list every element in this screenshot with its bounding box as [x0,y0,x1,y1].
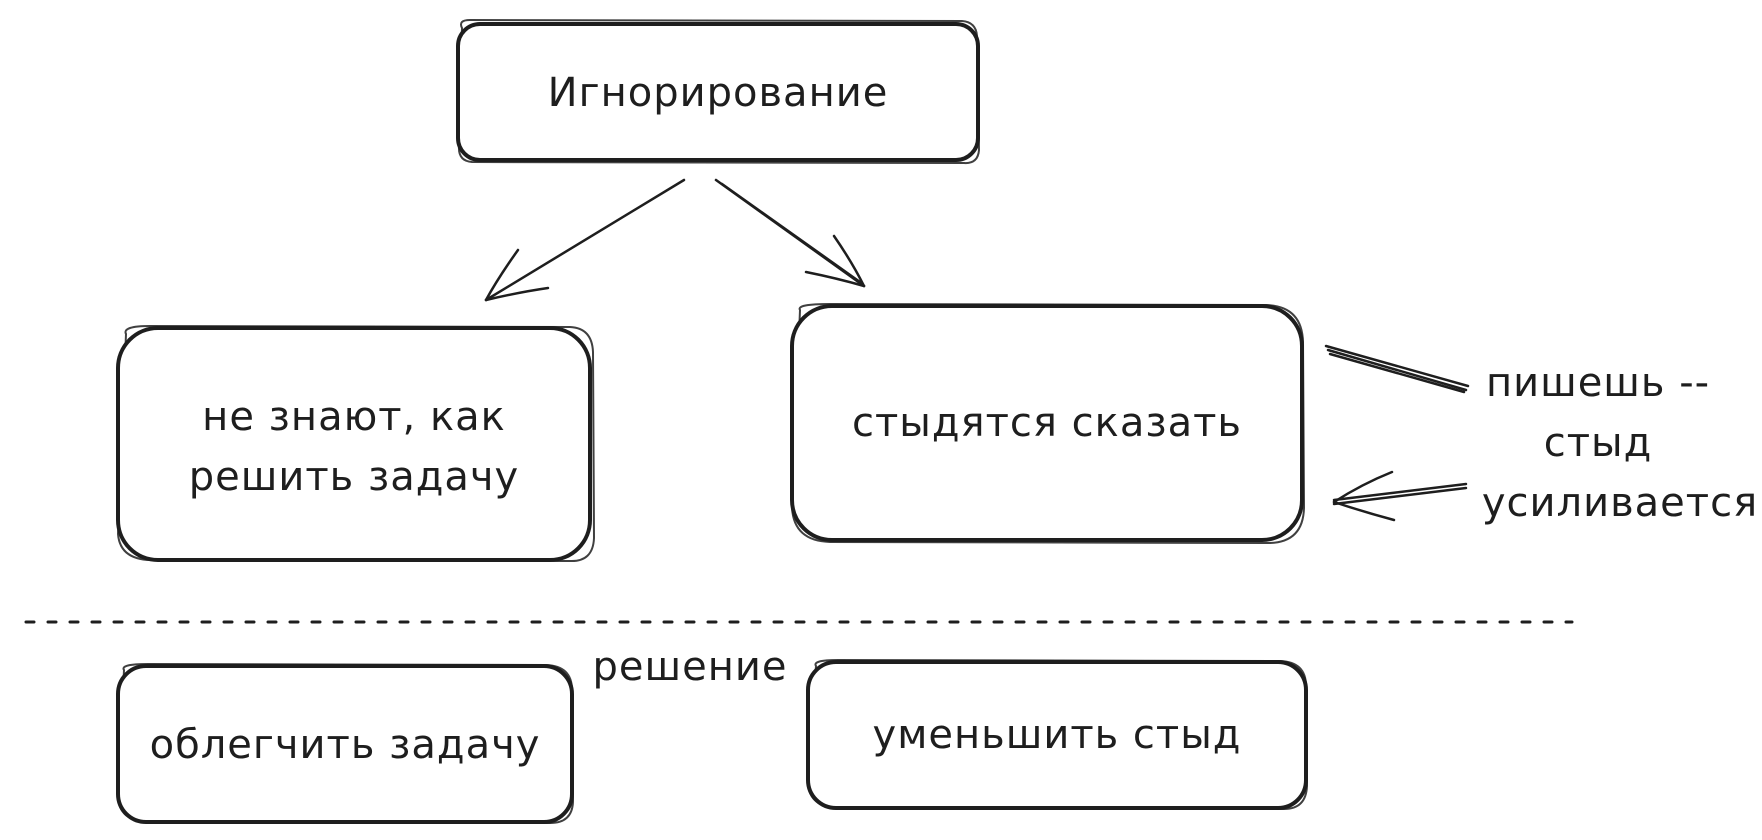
loop-label-line1: пишешь -- [1486,360,1710,406]
solution-label: решение [593,644,788,690]
loop-outgoing-line [1324,344,1470,394]
node-ashamed[interactable]: стыдятся сказать [790,302,1306,545]
node-simplify-label: облегчить задачу [150,722,541,768]
node-ignoring[interactable]: Игнорирование [456,18,981,165]
arrow-to-dont-know [484,178,686,302]
node-reduce-shame-label: уменьшить стыд [873,712,1242,758]
loop-label-line2: стыд [1544,420,1653,466]
loop-incoming-arrow [1332,470,1468,522]
node-ignoring-label: Игнорирование [548,70,889,116]
loop-label-line3: усиливается [1482,480,1758,526]
node-reduce-shame[interactable]: уменьшить стыд [806,658,1309,811]
loop-label: пишешь -- стыд усиливается [1482,360,1758,526]
node-dont-know-label-line1: не знают, как [202,394,506,440]
node-dont-know[interactable]: не знают, как решить задачу [116,324,596,563]
arrow-to-ashamed [714,178,866,288]
node-dont-know-label-line2: решить задачу [189,454,519,500]
node-ashamed-label: стыдятся сказать [852,400,1242,446]
node-simplify[interactable]: облегчить задачу [116,662,575,825]
